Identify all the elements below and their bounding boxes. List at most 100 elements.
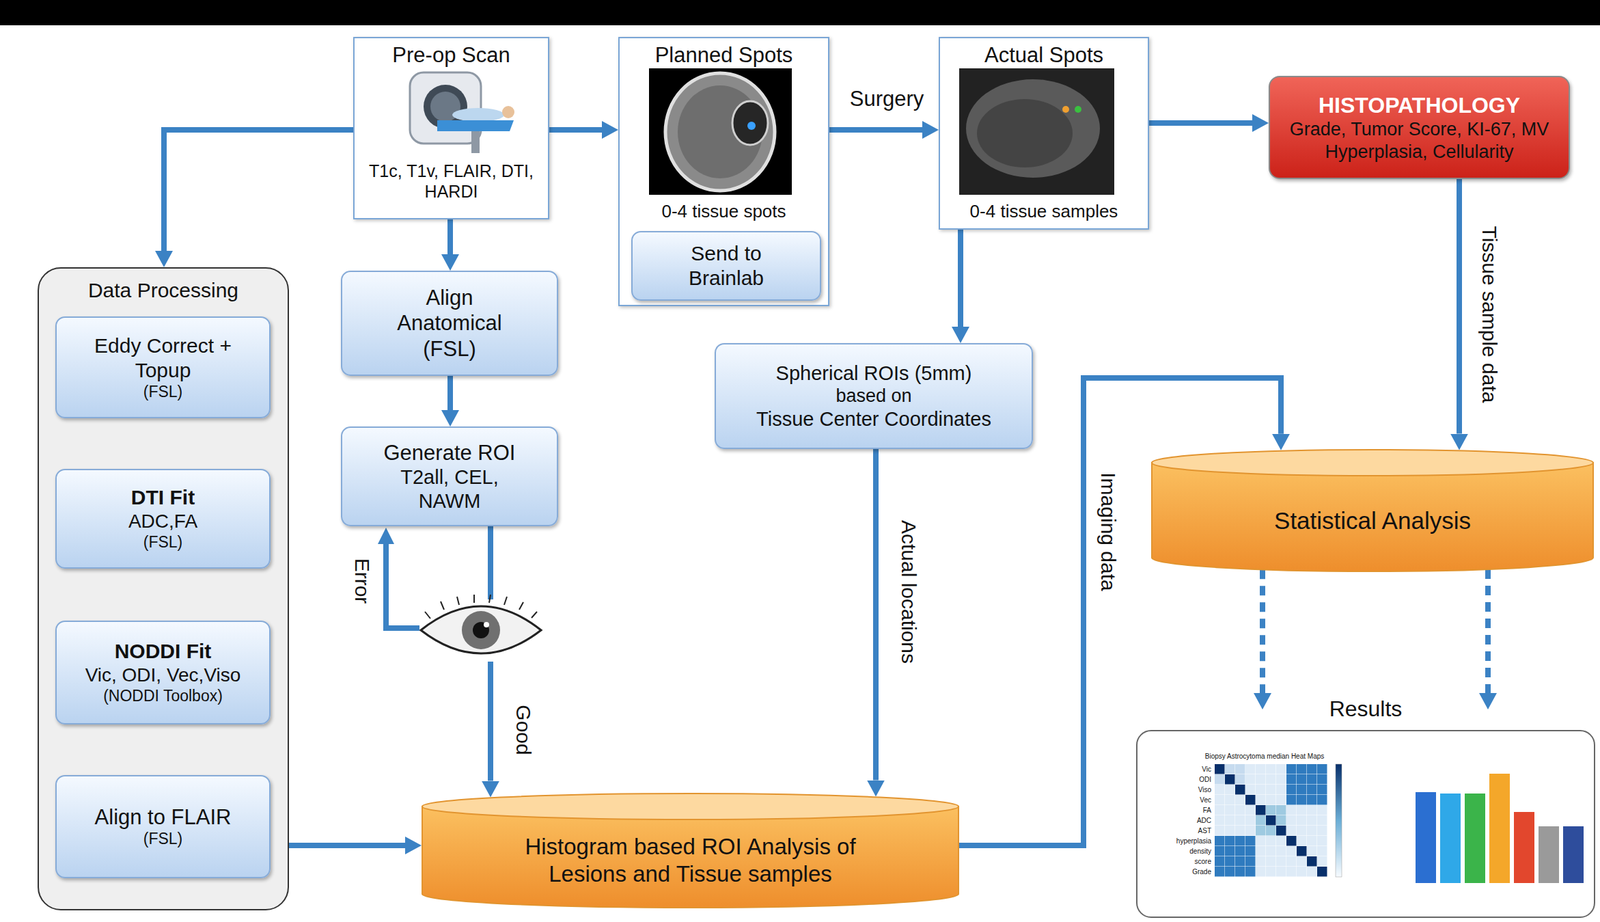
flow-arrow bbox=[447, 375, 453, 410]
top-band bbox=[0, 0, 1600, 26]
eye-icon bbox=[461, 610, 501, 650]
node-text: based on bbox=[835, 384, 912, 407]
process-box: DTI FitADC,FA(FSL) bbox=[55, 468, 271, 569]
process-box: Align Anatomical(FSL) bbox=[340, 270, 559, 376]
edge-label: Surgery bbox=[849, 86, 925, 112]
node-text: 0-4 tissue spots bbox=[661, 200, 786, 223]
dashed-arrow bbox=[1259, 569, 1266, 693]
heatmap-chart bbox=[1153, 748, 1379, 910]
scan-box: Pre-op ScanT1c, T1v, FLAIR, DTI, HARDI bbox=[353, 36, 550, 220]
node-text: T1c, T1v, FLAIR, DTI, HARDI bbox=[366, 160, 537, 202]
mri-axial-image bbox=[649, 68, 792, 195]
node-heading: Align to FLAIR bbox=[94, 804, 232, 830]
node-heading: Align Anatomical bbox=[381, 284, 518, 336]
bar-chart bbox=[1489, 773, 1510, 883]
samples-box: Actual Spots 0-4 tissue samples bbox=[938, 36, 1150, 230]
bar-chart bbox=[1415, 791, 1437, 883]
bar-chart bbox=[1513, 811, 1535, 883]
node-heading: Generate ROI bbox=[383, 439, 516, 466]
flow-arrow bbox=[447, 219, 453, 255]
node-text: Grade, Tumor Score, KI-67, MV Hyperplasi… bbox=[1284, 118, 1555, 163]
chart-title: Biopsy Astrocytoma median Heat Maps bbox=[1205, 752, 1325, 761]
axis-label: ADC bbox=[1196, 816, 1212, 825]
action-button: Send to Brainlab bbox=[631, 230, 822, 301]
axis-label: density bbox=[1189, 847, 1212, 856]
mri-axial-image bbox=[747, 121, 756, 130]
eye-icon bbox=[483, 621, 490, 628]
mri-axial-image bbox=[665, 73, 775, 191]
flow-arrow bbox=[957, 229, 964, 327]
histopathology-box: HISTOPATHOLOGYGrade, Tumor Score, KI-67,… bbox=[1268, 75, 1570, 179]
node-text: (NODDI Toolbox) bbox=[103, 686, 223, 706]
axis-label: Vic bbox=[1201, 765, 1212, 774]
node-heading: DTI Fit bbox=[131, 485, 195, 510]
bar-chart bbox=[1440, 793, 1461, 883]
flow-arrow bbox=[549, 127, 602, 133]
flow-arrow bbox=[873, 448, 879, 781]
scanner-icon bbox=[409, 72, 481, 144]
axis-label: score bbox=[1194, 857, 1212, 866]
database-cylinder: Statistical Analysis bbox=[1151, 448, 1594, 572]
edge-label: Tissue sample data bbox=[1477, 225, 1502, 403]
scanner-icon bbox=[502, 105, 515, 119]
heatmap-chart bbox=[1335, 763, 1342, 877]
node-heading: Actual Spots bbox=[984, 42, 1104, 68]
bar-chart bbox=[1408, 759, 1591, 890]
axis-label: Viso bbox=[1198, 785, 1212, 794]
node-text: (FSL) bbox=[143, 382, 184, 402]
mri-axial-image bbox=[732, 101, 768, 145]
dashed-arrow bbox=[1485, 569, 1491, 693]
cylinder-body bbox=[1151, 462, 1594, 572]
eye-icon bbox=[416, 599, 546, 662]
feedback-arrow bbox=[377, 527, 395, 544]
flow-arrow bbox=[163, 129, 354, 251]
node-heading: Planned Spots bbox=[655, 42, 794, 68]
cylinder-top bbox=[1151, 449, 1594, 476]
node-text: T2all, CEL, NAWM bbox=[377, 465, 522, 514]
node-heading: Results bbox=[1329, 695, 1403, 722]
node-text: ADC,FA bbox=[128, 509, 198, 533]
flow-arrow bbox=[1456, 178, 1462, 434]
cylinder-body bbox=[422, 806, 959, 908]
cylinder-top bbox=[422, 793, 959, 820]
top-band bbox=[0, 0, 1600, 26]
node-heading: Pre-op Scan bbox=[392, 42, 510, 68]
mri-sagittal-image bbox=[959, 68, 1115, 195]
process-box: Align to FLAIR(FSL) bbox=[55, 774, 271, 878]
axis-label: AST bbox=[1198, 826, 1212, 835]
process-box: NODDI FitVic, ODI, Vec,Viso(NODDI Toolbo… bbox=[55, 620, 271, 725]
eye-icon bbox=[424, 594, 537, 619]
annotation-label: Error bbox=[349, 558, 375, 604]
mri-sagittal-image bbox=[966, 79, 1100, 178]
node-heading: Send to Brainlab bbox=[668, 241, 785, 291]
database-cylinder: Histogram based ROI Analysis of Lesions … bbox=[421, 792, 960, 908]
mri-sagittal-image bbox=[959, 68, 1115, 195]
node-heading: HISTOPATHOLOGY bbox=[1318, 92, 1521, 119]
bar-chart bbox=[1563, 825, 1584, 883]
scanner-icon bbox=[471, 131, 480, 154]
processing-group: Eddy Correct + Topup(FSL)DTI FitADC,FA(F… bbox=[37, 267, 289, 910]
mri-sagittal-image bbox=[1062, 105, 1070, 113]
node-heading: NODDI Fit bbox=[114, 638, 212, 664]
heatmap-chart bbox=[1214, 763, 1328, 877]
heatmap-chart bbox=[1153, 748, 1379, 910]
mri-sagittal-image bbox=[976, 99, 1073, 168]
axis-label: Grade bbox=[1192, 867, 1212, 876]
node-heading: Histogram based ROI Analysis of Lesions … bbox=[499, 832, 882, 887]
axis-label: ODI bbox=[1198, 775, 1212, 784]
mri-axial-image bbox=[649, 68, 792, 195]
process-box: Spherical ROIs (5mm)based onTissue Cente… bbox=[714, 342, 1033, 449]
bar-chart bbox=[1408, 759, 1591, 890]
node-text: Vic, ODI, Vec,Viso bbox=[85, 663, 242, 687]
node-heading: Spherical ROIs (5mm) bbox=[776, 361, 973, 386]
bar-chart bbox=[1538, 825, 1560, 883]
node-text: (FSL) bbox=[143, 532, 184, 553]
scanner-icon bbox=[452, 107, 505, 122]
axis-label: hyperplasia bbox=[1176, 836, 1212, 846]
node-text: 0-4 tissue samples bbox=[970, 200, 1119, 223]
heatmap-chart bbox=[1214, 763, 1328, 877]
axis-label: Vec bbox=[1199, 795, 1212, 805]
mri-sagittal-image bbox=[1074, 105, 1082, 113]
node-heading: Data Processing bbox=[88, 278, 239, 303]
